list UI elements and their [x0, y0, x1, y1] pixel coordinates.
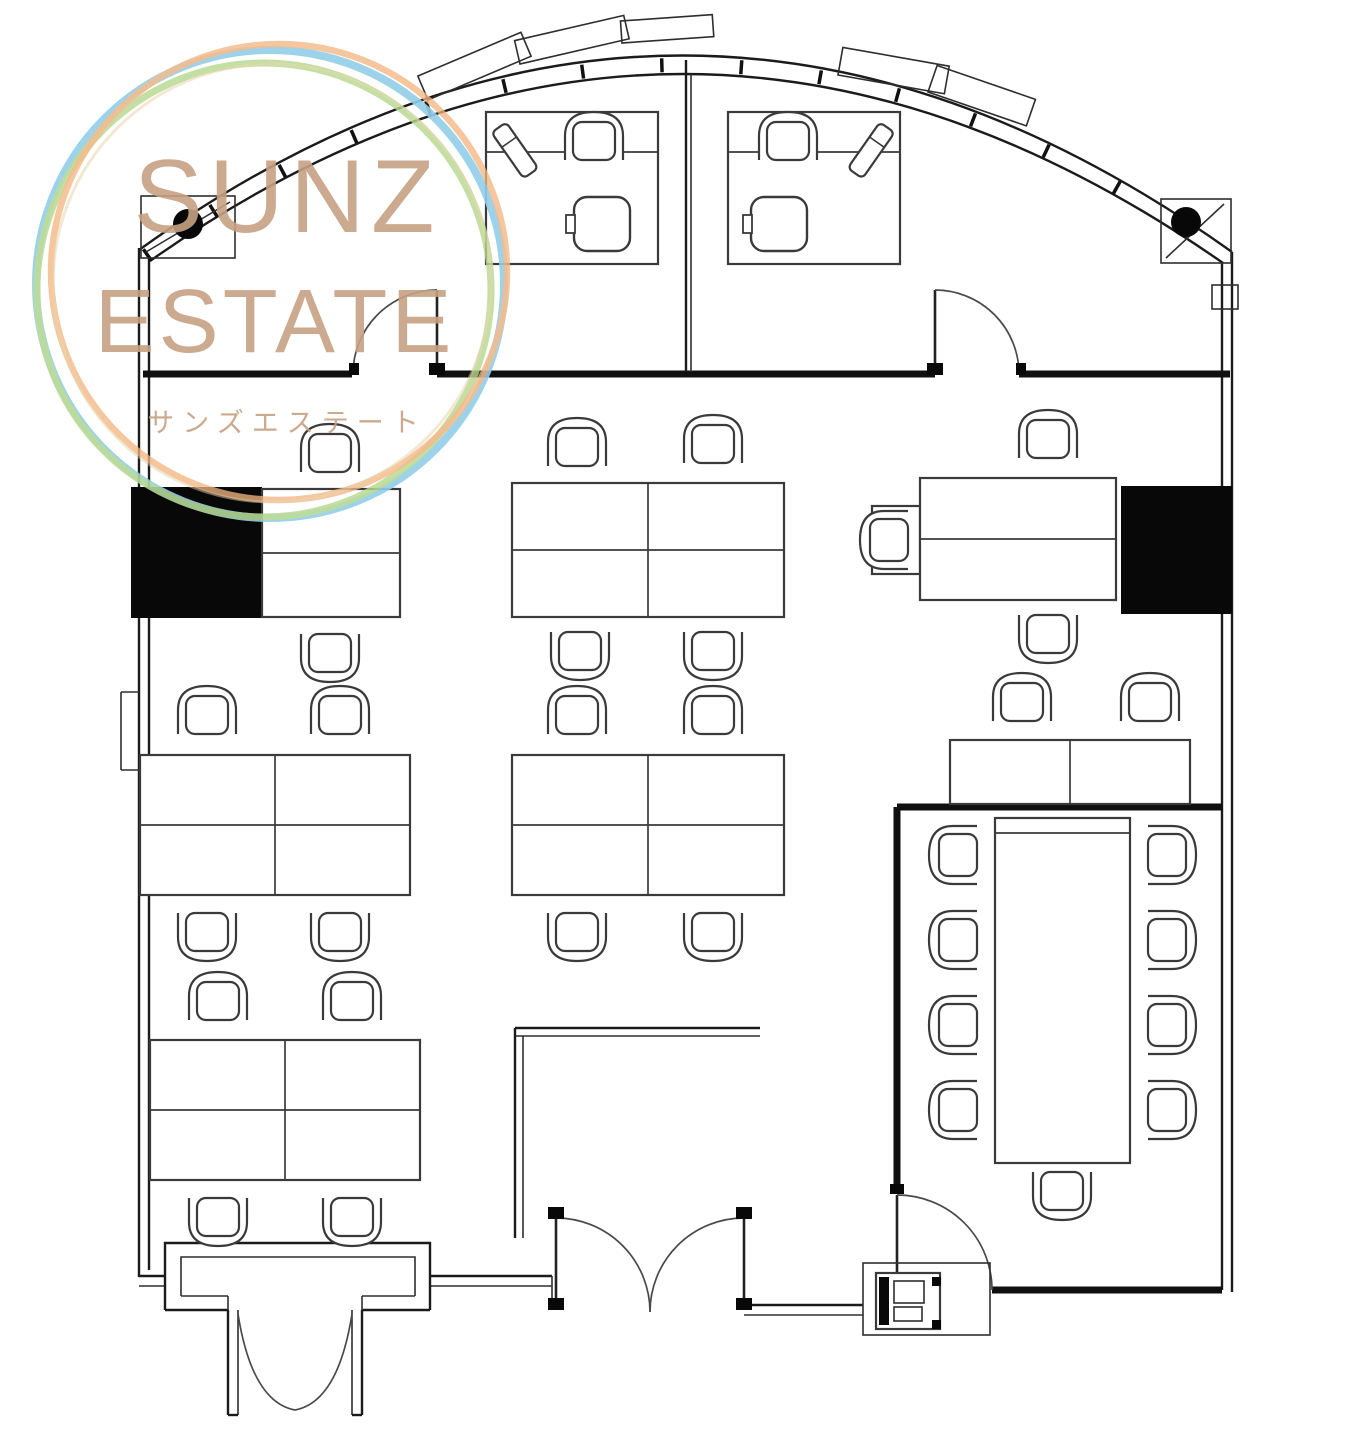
entrance-vestibule — [226, 1310, 364, 1417]
workstation-upper-left — [484, 110, 660, 266]
logo-ring-tan — [51, 62, 493, 504]
chair — [187, 1196, 249, 1248]
desk-cluster-row2-left — [138, 684, 412, 963]
main-entrance-double-door — [548, 1207, 752, 1313]
chair — [1146, 994, 1198, 1056]
interior-walls — [143, 60, 1230, 1238]
door-hinge — [736, 1298, 752, 1310]
door-jamb — [349, 363, 359, 375]
door-jamb — [1016, 363, 1026, 375]
desk-cluster-row1-right — [858, 408, 1118, 665]
curved-window-wall-inner — [149, 72, 1224, 264]
column-right — [1121, 486, 1232, 614]
utility-room — [862, 1262, 991, 1336]
desk-cluster-row1-left — [260, 422, 402, 684]
chair — [546, 911, 608, 963]
low-partition — [513, 1026, 760, 1238]
corner-shelf-right — [1160, 198, 1232, 264]
door-upper-left — [349, 289, 445, 375]
door-swing-arc — [352, 289, 438, 375]
chair — [682, 413, 744, 465]
chair — [927, 909, 979, 971]
exterior-walls — [120, 13, 1239, 1292]
chair — [1119, 671, 1181, 723]
corner-shelf-left — [140, 195, 236, 259]
chair — [682, 911, 744, 963]
logo-text-line2: ESTATE — [95, 272, 456, 372]
meeting-room — [890, 803, 1222, 1294]
logo-text-subtitle: サンズエステート — [147, 408, 426, 438]
chair — [927, 994, 979, 1056]
open-window-pane — [513, 14, 631, 65]
entrance-porch — [163, 1241, 432, 1312]
chair — [1017, 613, 1079, 665]
door-swing-arc — [237, 1313, 296, 1411]
door-swing-arc — [649, 1217, 745, 1313]
chair — [321, 970, 383, 1022]
open-window-pane — [837, 46, 951, 95]
door-hinge — [736, 1207, 752, 1219]
monitor-icon — [564, 195, 632, 253]
workstation-upper-right — [726, 110, 902, 266]
speaker-icon — [1171, 207, 1201, 237]
chair — [321, 1196, 383, 1248]
chair — [927, 824, 979, 886]
chair — [991, 671, 1053, 723]
chair — [176, 684, 238, 736]
chair — [309, 911, 371, 963]
left-wall-service — [120, 691, 139, 771]
chair — [546, 684, 608, 736]
logo-ring-green — [33, 59, 495, 521]
chair — [549, 630, 611, 682]
open-window-pane — [619, 13, 715, 44]
door-hinge — [927, 363, 943, 375]
chair — [563, 110, 625, 162]
door-hinge — [548, 1298, 564, 1310]
desk-cluster-row2-middle — [510, 684, 786, 963]
chair — [1146, 1079, 1198, 1141]
sunz-estate-watermark: SUNZ ESTATE サンズエステート — [32, 40, 511, 522]
desk-cluster-row3-left — [148, 970, 422, 1248]
door-hinge — [429, 363, 445, 375]
chair — [1017, 408, 1079, 460]
chair — [176, 911, 238, 963]
door-hinge — [548, 1207, 564, 1219]
chair — [546, 416, 608, 468]
speaker-icon — [173, 209, 203, 239]
monitor-icon — [741, 195, 809, 253]
chair — [757, 110, 819, 162]
chair — [858, 509, 910, 571]
chair — [1146, 824, 1198, 886]
chair — [1146, 909, 1198, 971]
door-hinge — [890, 1184, 904, 1194]
fixture — [879, 1277, 889, 1325]
door-swing-arc — [294, 1313, 353, 1411]
desk-pair-above-meeting-room — [948, 671, 1192, 806]
door-swing-arc — [934, 289, 1020, 375]
curved-window-wall-outer — [138, 54, 1233, 253]
wall-niche — [1211, 284, 1239, 310]
bottom-walls — [139, 1274, 863, 1316]
open-window-pane — [416, 31, 533, 102]
open-window-pane — [926, 64, 1037, 127]
logo-text-line1: SUNZ — [133, 139, 440, 255]
chair — [299, 632, 361, 684]
door-upper-right — [927, 289, 1026, 375]
desk-cluster-row1-middle — [510, 413, 786, 682]
chair — [187, 970, 249, 1022]
chair — [309, 684, 371, 736]
logo-ring-orange — [47, 40, 511, 504]
door-swing-arc — [555, 1217, 651, 1313]
chair — [682, 684, 744, 736]
chair — [1031, 1170, 1093, 1222]
chair — [682, 630, 744, 682]
conference-table — [993, 816, 1132, 1165]
chair — [927, 1079, 979, 1141]
